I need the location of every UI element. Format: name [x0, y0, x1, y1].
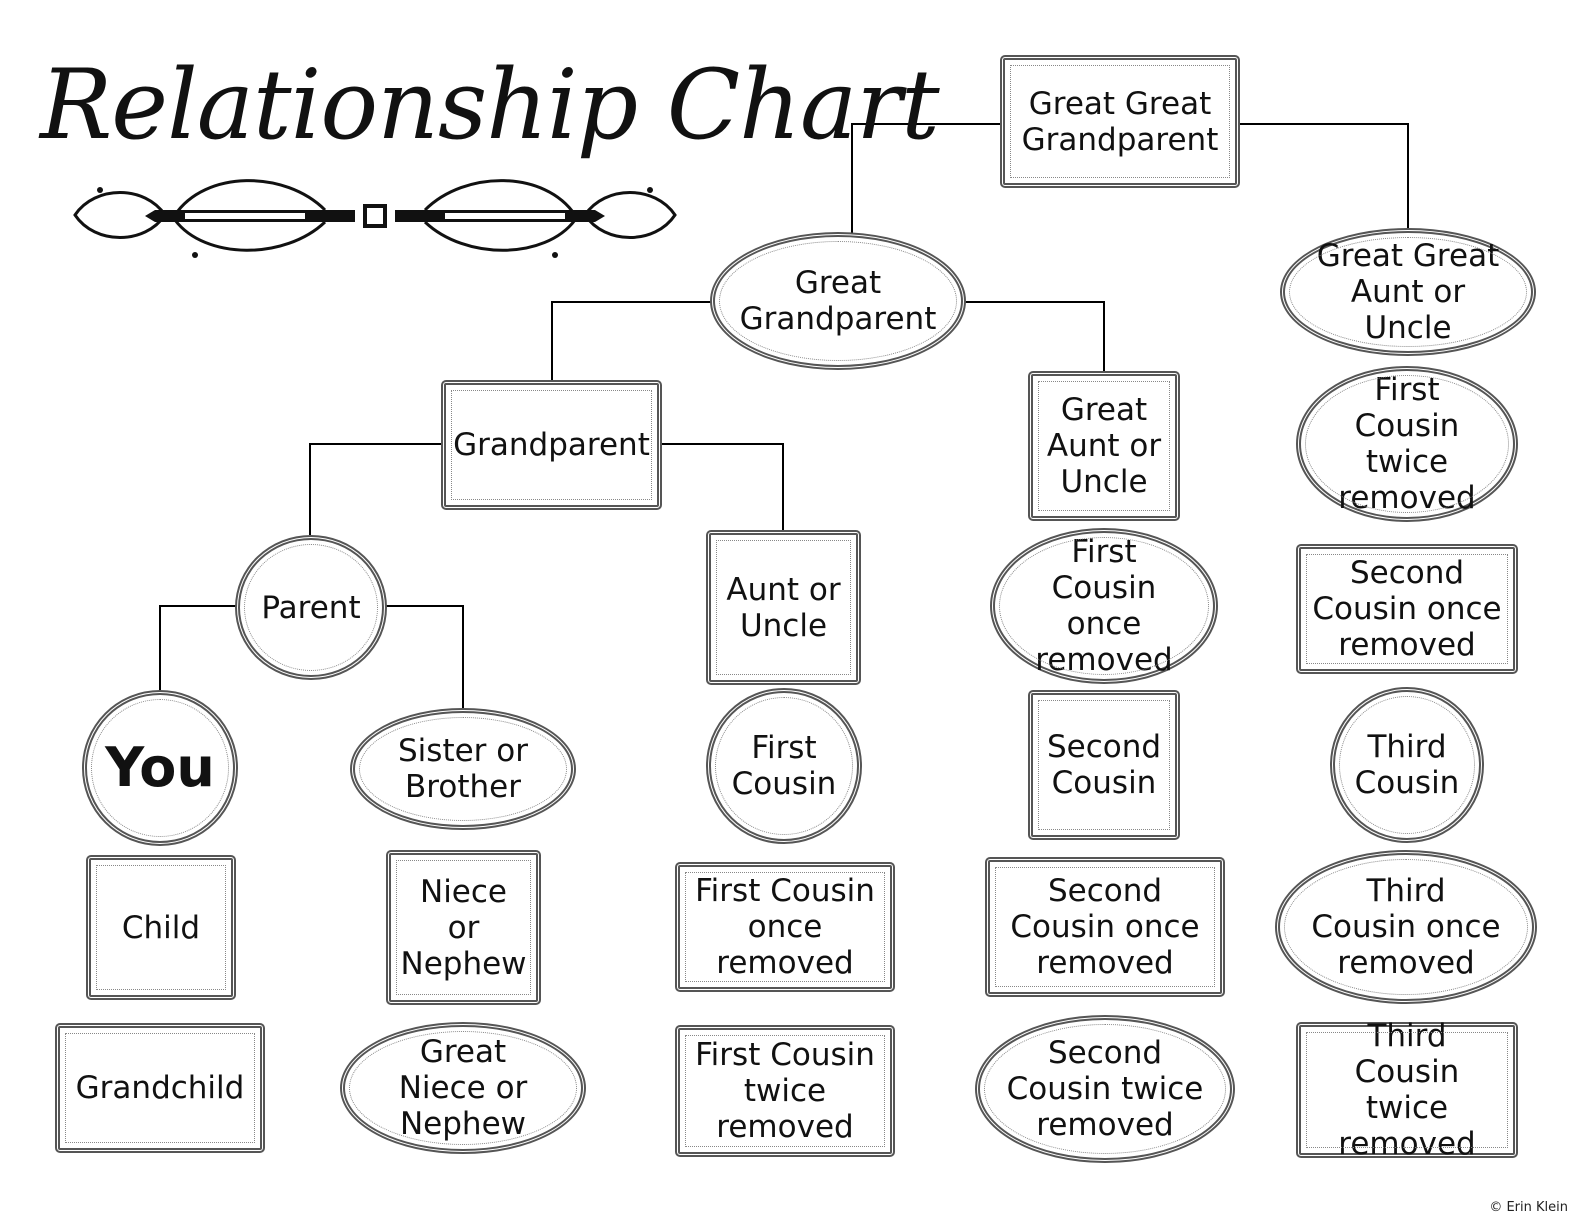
node-great-niece-or-nephew: Great Niece or Nephew: [340, 1022, 586, 1154]
node-second-cousin-once-removed-col4: Second Cousin once removed: [985, 857, 1225, 997]
copyright-text: © Erin Klein: [1489, 1200, 1568, 1215]
node-third-cousin: Third Cousin: [1330, 687, 1484, 843]
node-you: You: [82, 690, 238, 846]
node-second-cousin-once-removed-col5: Second Cousin once removed: [1296, 544, 1518, 674]
node-aunt-or-uncle: Aunt or Uncle: [706, 530, 861, 685]
node-great-grandparent: Great Grandparent: [710, 232, 966, 370]
node-niece-or-nephew: Niece or Nephew: [386, 850, 541, 1005]
node-sister-or-brother: Sister or Brother: [350, 708, 576, 830]
node-parent: Parent: [235, 535, 387, 680]
node-first-cousin: First Cousin: [706, 688, 862, 844]
node-first-cousin-once-removed-col4: First Cousin once removed: [990, 528, 1218, 684]
ornament-divider-icon: [73, 179, 677, 258]
node-grandchild: Grandchild: [55, 1023, 265, 1153]
node-great-great-grandparent: Great Great Grandparent: [1000, 55, 1240, 188]
page-title: Relationship Chart: [40, 49, 940, 161]
node-first-cousin-once-removed-col3: First Cousin once removed: [675, 862, 895, 992]
node-great-aunt-or-uncle: Great Aunt or Uncle: [1028, 371, 1180, 521]
node-child: Child: [86, 855, 236, 1000]
node-second-cousin-twice-removed: Second Cousin twice removed: [975, 1015, 1235, 1163]
node-great-great-aunt-or-uncle: Great Great Aunt or Uncle: [1280, 228, 1536, 356]
node-third-cousin-twice-removed: Third Cousin twice removed: [1296, 1018, 1518, 1162]
node-second-cousin: Second Cousin: [1028, 690, 1180, 840]
node-grandparent: Grandparent: [441, 380, 662, 510]
node-first-cousin-twice-removed-col3: First Cousin twice removed: [675, 1025, 895, 1157]
node-first-cousin-twice-removed-col5: First Cousin twice removed: [1296, 366, 1518, 522]
node-third-cousin-once-removed: Third Cousin once removed: [1275, 850, 1537, 1004]
